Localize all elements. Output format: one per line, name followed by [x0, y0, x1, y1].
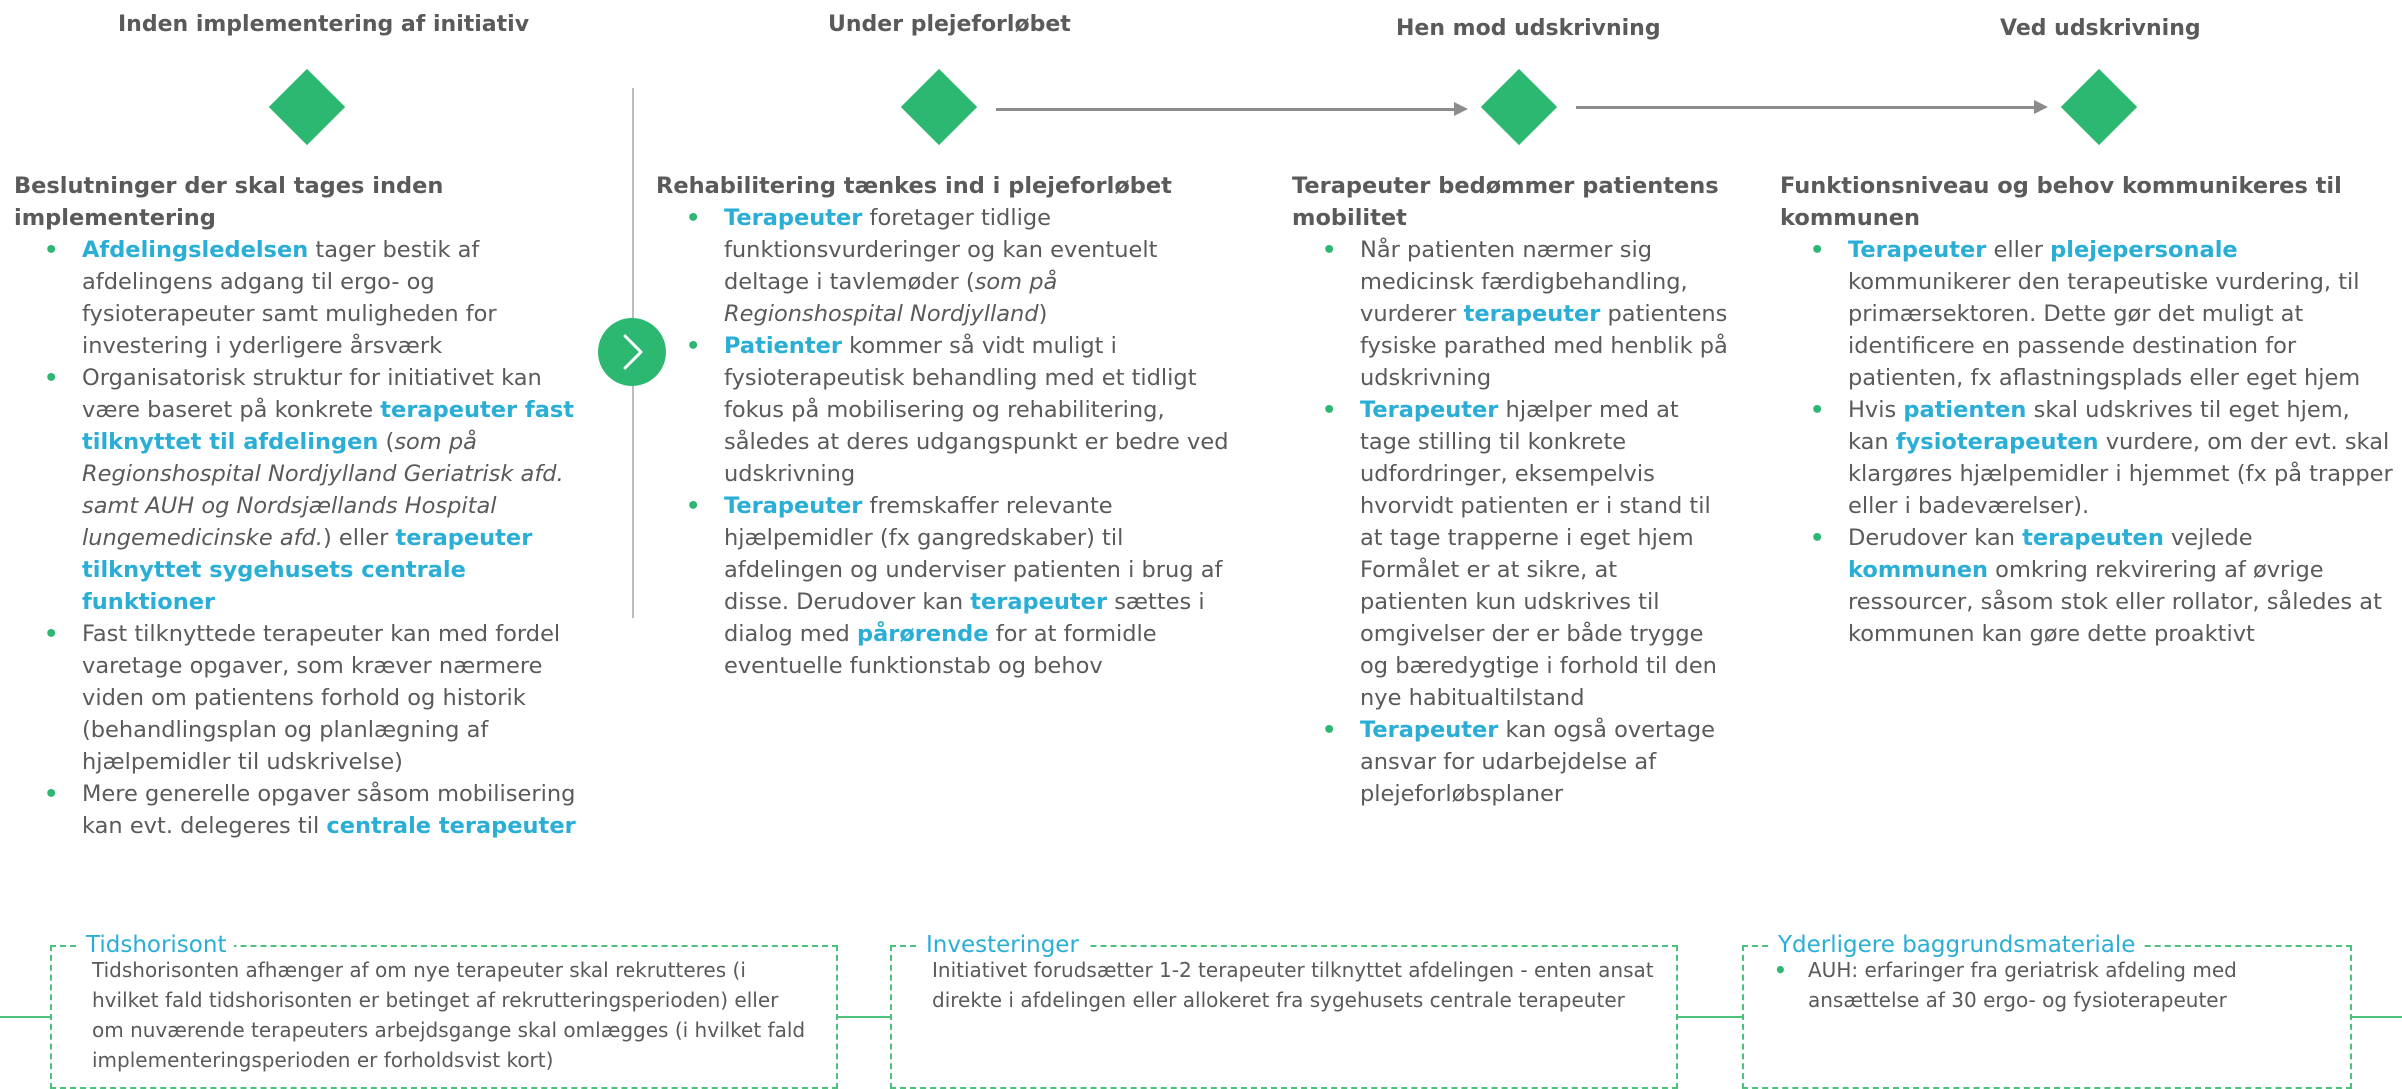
list-item: Derudover kan terapeuten vejlede kommune… [1810, 522, 2396, 650]
list-item-text: Mere generelle opgaver såsom mobiliserin… [82, 781, 576, 839]
phase-header-2: Under plejeforløbet [828, 12, 1071, 37]
list-item-text: hjælper med at tage stilling til konkret… [1360, 397, 1717, 711]
box-text: Initiativet forudsætter 1-2 terapeuter t… [932, 958, 1654, 1012]
box-text: Tidshorisonten afhænger af om nye terape… [92, 958, 806, 1072]
list-item: Terapeuter fremskaffer relevante hjælpem… [686, 490, 1236, 682]
box-title: Investeringer [918, 931, 1087, 959]
italic-note: som på Regionshospital Nordjylland [724, 269, 1058, 327]
list-item-text: for at formidle eventuelle funktionstab … [724, 621, 1157, 679]
highlight-term: Terapeuter [1360, 717, 1499, 743]
timeline-arrow-line [1576, 106, 2036, 109]
list-item: Afdelingsledelsen tager bestik af afdeli… [44, 234, 594, 362]
highlight-term: Terapeuter [724, 493, 863, 519]
list-item: Terapeuter eller plejepersonale kommunik… [1810, 234, 2396, 394]
column-title: Terapeuter bedømmer patientens mobilitet [1292, 173, 1719, 231]
list-item-text: ) eller [322, 525, 396, 551]
box-text: AUH: erfaringer fra geriatrisk afdeling … [1774, 955, 2330, 1015]
list-item-text: eller [1986, 237, 2051, 263]
highlight-term: centrale terapeuter [326, 813, 576, 839]
italic-note: som på Regionshospital Nordjylland Geria… [82, 429, 564, 551]
timeline-arrow-line [996, 108, 1456, 111]
list-item-text: patientens fysiske parathed med henblik … [1360, 301, 1728, 391]
list-item-text: sættes i dialog med [724, 589, 1205, 647]
column-during-care: Rehabilitering tænkes ind i plejeforløbe… [656, 170, 1236, 682]
phase-header-1: Inden implementering af initiativ [118, 12, 530, 37]
highlight-term: terapeuten [2022, 525, 2164, 551]
investments-box: Investeringer Initiativet forudsætter 1-… [890, 931, 1678, 1089]
list-item: Terapeuter foretager tidlige funktionsvu… [686, 202, 1236, 330]
column-towards-discharge: Terapeuter bedømmer patientens mobilitet… [1292, 170, 1732, 810]
column-title: Funktionsniveau og behov kommunikeres ti… [1780, 173, 2342, 231]
connector-line [836, 1016, 890, 1018]
phase-header-3: Hen mod udskrivning [1396, 16, 1661, 41]
arrow-right-icon [1454, 102, 1468, 116]
connector-line [2350, 1016, 2402, 1018]
milestone-diamond-icon [1480, 68, 1558, 146]
column-title: Beslutninger der skal tages inden implem… [14, 173, 444, 231]
list-item-text: kan også overtage ansvar for udarbejdels… [1360, 717, 1716, 807]
list-item-text: Fast tilknyttede terapeuter kan med ford… [82, 621, 561, 775]
highlight-term: plejepersonale [2050, 237, 2238, 263]
column-before-implementation: Beslutninger der skal tages inden implem… [14, 170, 594, 842]
highlight-term: Terapeuter [1848, 237, 1987, 263]
box-title: Tidshorisont [78, 931, 235, 959]
phase-header-4: Ved udskrivning [2000, 16, 2201, 41]
list-item-text: foretager tidlige funktionsvurderinger o… [724, 205, 1158, 295]
highlight-term: patienten [1903, 397, 2027, 423]
highlight-term: kommunen [1848, 557, 1989, 583]
column-at-discharge: Funktionsniveau og behov kommunikeres ti… [1780, 170, 2396, 650]
highlight-term: Afdelingsledelsen [82, 237, 309, 263]
list-item: Fast tilknyttede terapeuter kan med ford… [44, 618, 594, 778]
connector-line [1676, 1016, 1742, 1018]
highlight-term: terapeuter [1463, 301, 1601, 327]
list-item-text: Organisatorisk struktur for initiativet … [82, 365, 542, 423]
list-item-text: kommer så vidt muligt i fysioterapeutisk… [724, 333, 1229, 487]
highlight-term: fysioterapeuten [1895, 429, 2099, 455]
timeframe-box: Tidshorisont Tidshorisonten afhænger af … [50, 931, 838, 1089]
list-item-text: Derudover kan [1848, 525, 2023, 551]
milestone-diamond-icon [2060, 68, 2138, 146]
list-item-text: omkring rekvirering af øvrige ressourcer… [1848, 557, 2382, 647]
list-item-text: vejlede [2163, 525, 2253, 551]
list-item: Terapeuter kan også overtage ansvar for … [1322, 714, 1732, 810]
highlight-term: terapeuter tilknyttet sygehusets central… [82, 525, 533, 615]
list-item: Når patienten nærmer sig medicinsk færdi… [1322, 234, 1732, 394]
milestone-diamond-icon [268, 68, 346, 146]
list-item: Mere generelle opgaver såsom mobiliserin… [44, 778, 594, 842]
highlight-term: Terapeuter [1360, 397, 1499, 423]
list-item-text: tager bestik af afdelingens adgang til e… [82, 237, 497, 359]
chevron-right-icon [598, 318, 666, 386]
list-item: Terapeuter hjælper med at tage stilling … [1322, 394, 1732, 714]
list-item: Organisatorisk struktur for initiativet … [44, 362, 594, 618]
highlight-term: Terapeuter [724, 205, 863, 231]
column-title: Rehabilitering tænkes ind i plejeforløbe… [656, 173, 1172, 199]
highlight-term: Patienter [724, 333, 842, 359]
list-item-text: fremskaffer relevante hjælpemidler (fx g… [724, 493, 1223, 615]
list-item: Hvis patienten skal udskrives til eget h… [1810, 394, 2396, 522]
connector-line [0, 1016, 50, 1018]
list-item: Patienter kommer så vidt muligt i fysiot… [686, 330, 1236, 490]
milestone-diamond-icon [900, 68, 978, 146]
highlight-term: pårørende [856, 621, 989, 647]
list-item-text: vurdere, om der evt. skal klargøres hjæl… [1848, 429, 2393, 519]
list-item-text: kommunikerer den terapeutiske vurdering,… [1848, 269, 2361, 391]
list-item-text: Når patienten nærmer sig medicinsk færdi… [1360, 237, 1688, 327]
list-item-text: skal udskrives til eget hjem, kan [1848, 397, 2350, 455]
list-item-text: ) [1038, 301, 1048, 327]
list-item-text: Hvis [1848, 397, 1904, 423]
arrow-right-icon [2034, 100, 2048, 114]
background-material-box: Yderligere baggrundsmateriale AUH: erfar… [1742, 931, 2352, 1089]
highlight-term: terapeuter fast tilknyttet til afdelinge… [82, 397, 575, 455]
list-item-text: ( [378, 429, 395, 455]
highlight-term: terapeuter [970, 589, 1108, 615]
list-item: AUH: erfaringer fra geriatrisk afdeling … [1774, 955, 2330, 1015]
